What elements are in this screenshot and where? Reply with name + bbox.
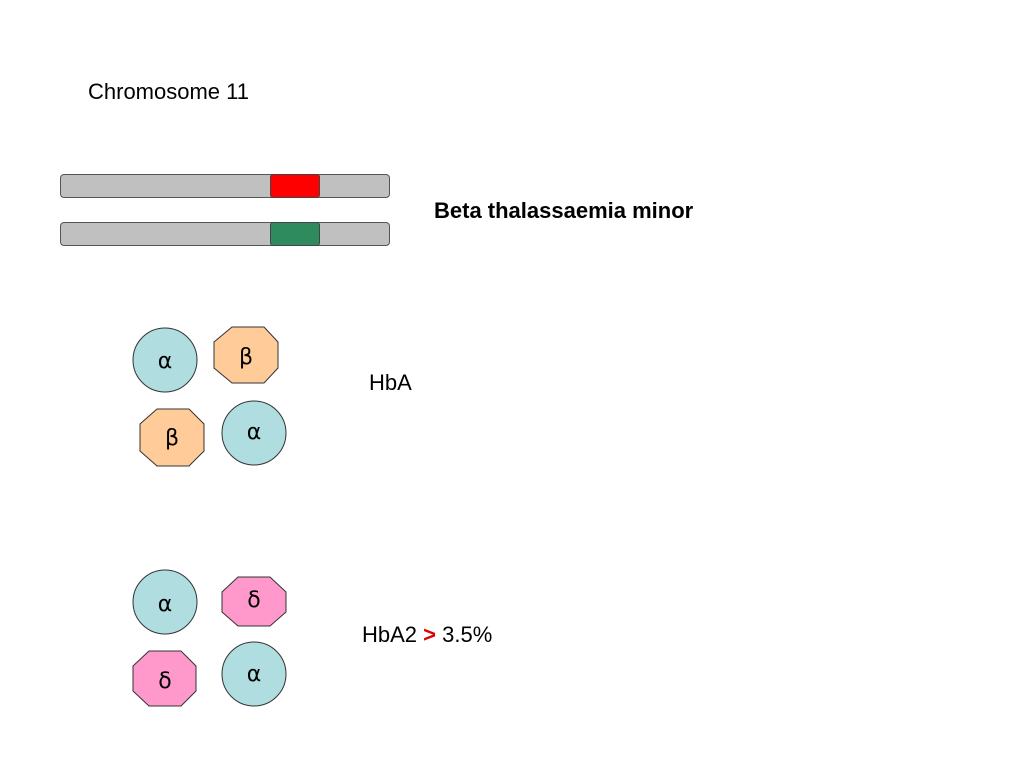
- subunit-label: α: [158, 349, 173, 374]
- subunit-delta: δ: [132, 650, 197, 707]
- subunit-beta: β: [139, 408, 205, 467]
- subunit-alpha: α: [132, 569, 198, 635]
- subunit-label: δ: [247, 588, 260, 613]
- threshold-value: 3.5%: [442, 622, 493, 647]
- hemoglobin-label: HbA2 > 3.5%: [362, 622, 492, 648]
- hemoglobin-name: HbA2: [362, 622, 418, 647]
- condition-label: Beta thalassaemia minor: [434, 198, 694, 223]
- mutant-gene-band: [270, 174, 320, 198]
- subunit-delta: δ: [221, 576, 287, 627]
- subunit-alpha: α: [221, 641, 287, 707]
- subunit-label: α: [247, 420, 262, 445]
- subunit-label: α: [158, 592, 173, 617]
- subunit-label: β: [239, 345, 253, 370]
- subunit-label: δ: [158, 669, 171, 694]
- subunit-alpha: α: [221, 400, 287, 466]
- hemoglobin-label: HbA: [369, 370, 412, 395]
- subunit-label: β: [165, 426, 179, 451]
- normal-gene-band: [270, 222, 320, 246]
- diagram-title: Chromosome 11: [88, 79, 249, 104]
- comparison-operator: >: [423, 622, 437, 647]
- subunit-alpha: α: [132, 327, 198, 393]
- chromosome-bar-2: [60, 222, 390, 246]
- subunit-label: α: [247, 662, 262, 687]
- chromosome-bar-1: [60, 174, 390, 198]
- subunit-beta: β: [213, 326, 279, 384]
